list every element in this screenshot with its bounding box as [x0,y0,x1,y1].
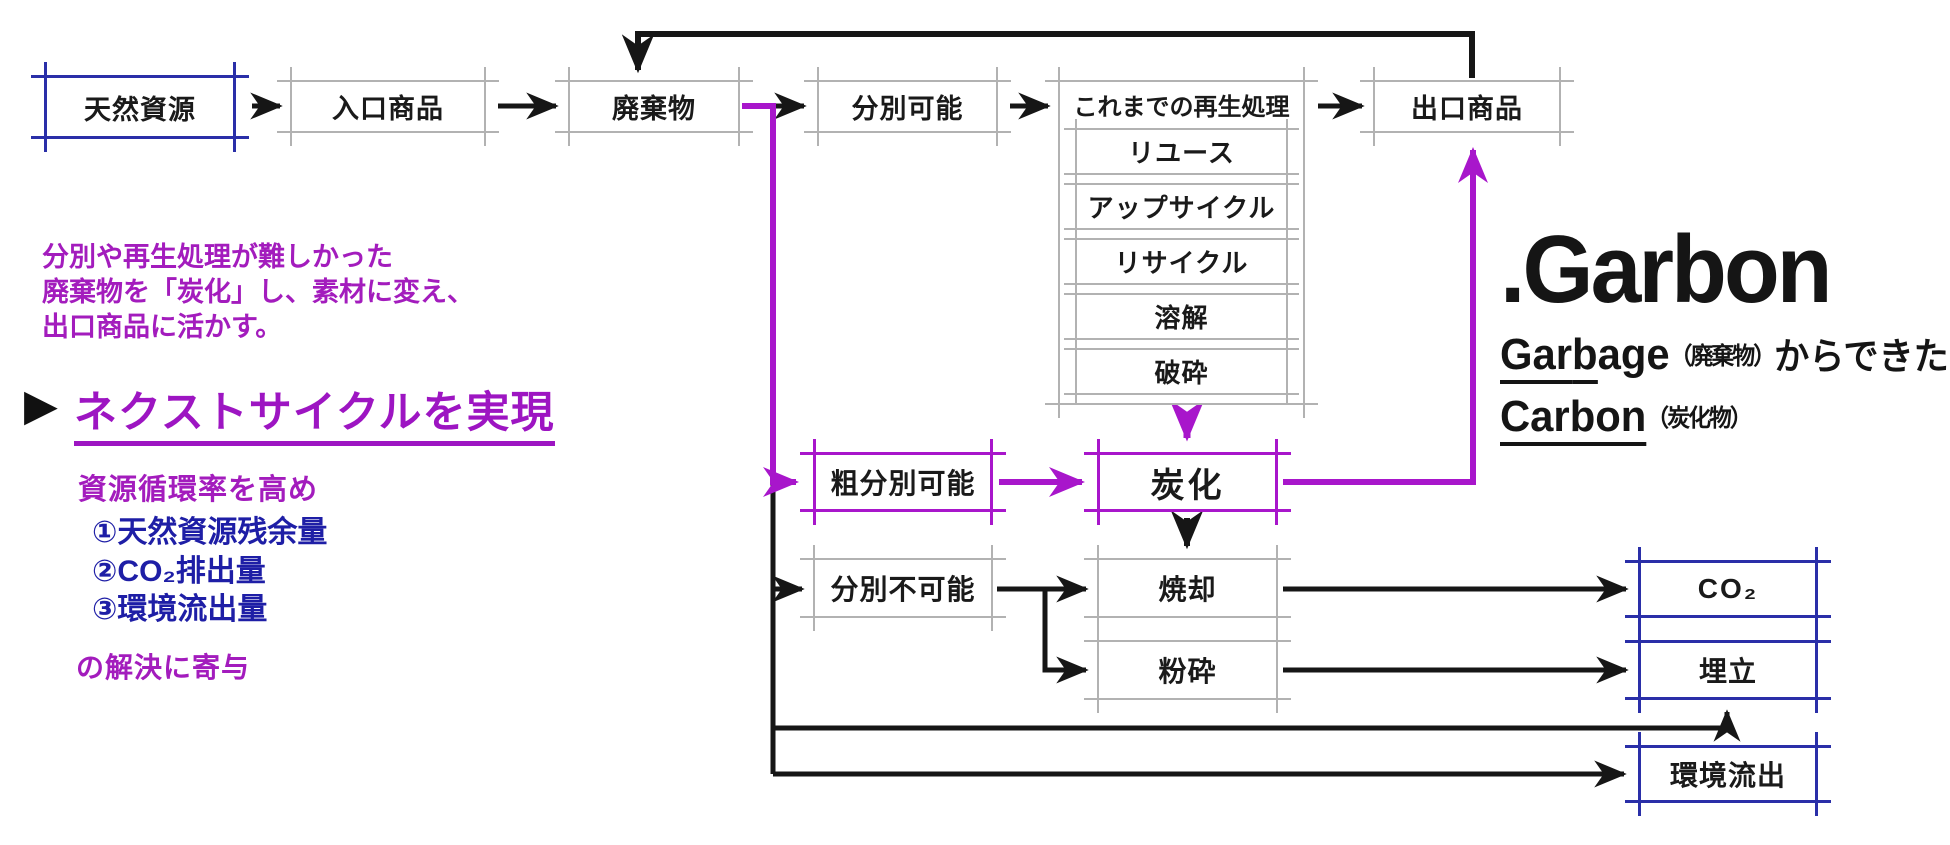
recycling-header: これまでの再生処理 [1073,93,1290,121]
box-inlet-product: 入口商品 [277,67,499,146]
goal-item-3: ③環境流出量 [92,593,268,626]
box-carbonization-label: 炭化 [1150,466,1225,505]
box-coarse-sortable-label: 粗分別可能 [830,468,976,499]
garbage-underlined-b: b [1572,330,1598,384]
recycling-item-label: 溶解 [1154,303,1209,333]
box-outlet-product-label: 出口商品 [1411,94,1523,124]
box-landfill-label: 埋立 [1698,656,1757,687]
box-recycling-processes: これまでの再生処理 リユース アップサイクル リサイクル 溶解 破砕 [1045,67,1318,418]
garbage-suffix: からできた [1774,336,1949,377]
box-sortable-label: 分別可能 [851,94,964,124]
intro-line-1: 分別や再生処理が難しかった [42,242,393,272]
box-co2-label: CO₂ [1697,573,1759,604]
carbon-underlined: Carbon [1500,392,1647,446]
headline-nextcycle: ネクストサイクルを実現 [74,378,555,446]
arrow-loop-outlet-to-waste [621,31,1475,78]
brand-garbage-line: Garbage（廃棄物）からできた [1500,330,1949,388]
recycling-item-melting: 溶解 [1064,284,1299,349]
recycling-item-shredding: 破砕 [1064,339,1299,404]
box-coarse-sortable: 粗分別可能 [800,439,1006,525]
goal-item-1: ①天然資源残余量 [92,516,328,549]
footer-contribution: の解決に寄与 [76,652,251,683]
box-outlet-product: 出口商品 [1360,67,1574,146]
recycling-item-label: アップサイクル [1087,193,1276,223]
garbage-rest: age [1597,330,1670,379]
box-crushing: 粉砕 [1084,627,1291,713]
recycling-item-upcycle: アップサイクル [1064,174,1299,239]
garbage-paren: （廃棄物） [1669,343,1776,370]
recycling-item-reuse: リユース [1064,119,1299,184]
brand-block: .Garbon Garbage（廃棄物）からできた Carbon（炭化物） [1500,222,1949,450]
box-inlet-product-label: 入口商品 [332,94,444,124]
box-env-outflow-label: 環境流出 [1669,760,1786,791]
garbon-logo: .Garbon [1500,216,1833,323]
play-triangle-icon: ▶ [24,381,58,430]
brand-carbon-line: Carbon（炭化物） [1500,392,1949,450]
intro-line-3: 出口商品に活かす。 [42,312,283,342]
box-waste: 廃棄物 [555,67,753,146]
recycling-item-label: リサイクル [1114,248,1249,278]
box-crushing-label: 粉砕 [1158,656,1217,687]
box-landfill: 埋立 [1625,627,1831,713]
recycling-item-label: 破砕 [1154,358,1209,388]
box-unsortable: 分別不可能 [800,545,1006,631]
arrow-waste-to-coarse-sortable [742,103,799,497]
arrow-carbonization-to-outlet [1283,147,1488,485]
subhead-resource-circulation: 資源循環率を高め [78,474,319,506]
intro-paragraph: 分別や再生処理が難しかった 廃棄物を「炭化」し、素材に変え、 出口商品に活かす。 [42,240,474,345]
garbage-underlined-gar: Gar [1500,330,1573,384]
recycling-item-label: リユース [1128,138,1235,168]
box-co2: CO₂ [1625,547,1831,631]
box-incineration: 焼却 [1084,545,1291,631]
box-natural-resource: 天然資源 [31,62,249,152]
intro-line-2: 廃棄物を「炭化」し、素材に変え、 [42,277,474,307]
headline-text: ネクストサイクルを実現 [74,389,555,446]
box-incineration-label: 焼却 [1158,574,1217,605]
arrow-unsortable-to-crushing [1042,589,1089,684]
arrow-branch-to-landfill-bottom [773,709,1741,742]
box-unsortable-label: 分別不可能 [830,574,976,605]
recycling-item-recycle: リサイクル [1064,229,1299,294]
box-env-outflow: 環境流出 [1625,732,1831,816]
goal-list: ①天然資源残余量 ②CO₂排出量 ③環境流出量 [92,514,327,630]
box-waste-label: 廃棄物 [612,94,696,124]
box-carbonization: 炭化 [1084,439,1291,525]
goal-item-2: ②CO₂排出量 [92,554,266,588]
carbon-paren: （炭化物） [1646,405,1752,432]
box-sortable: 分別可能 [804,67,1011,146]
box-natural-resource-label: 天然資源 [84,94,196,125]
